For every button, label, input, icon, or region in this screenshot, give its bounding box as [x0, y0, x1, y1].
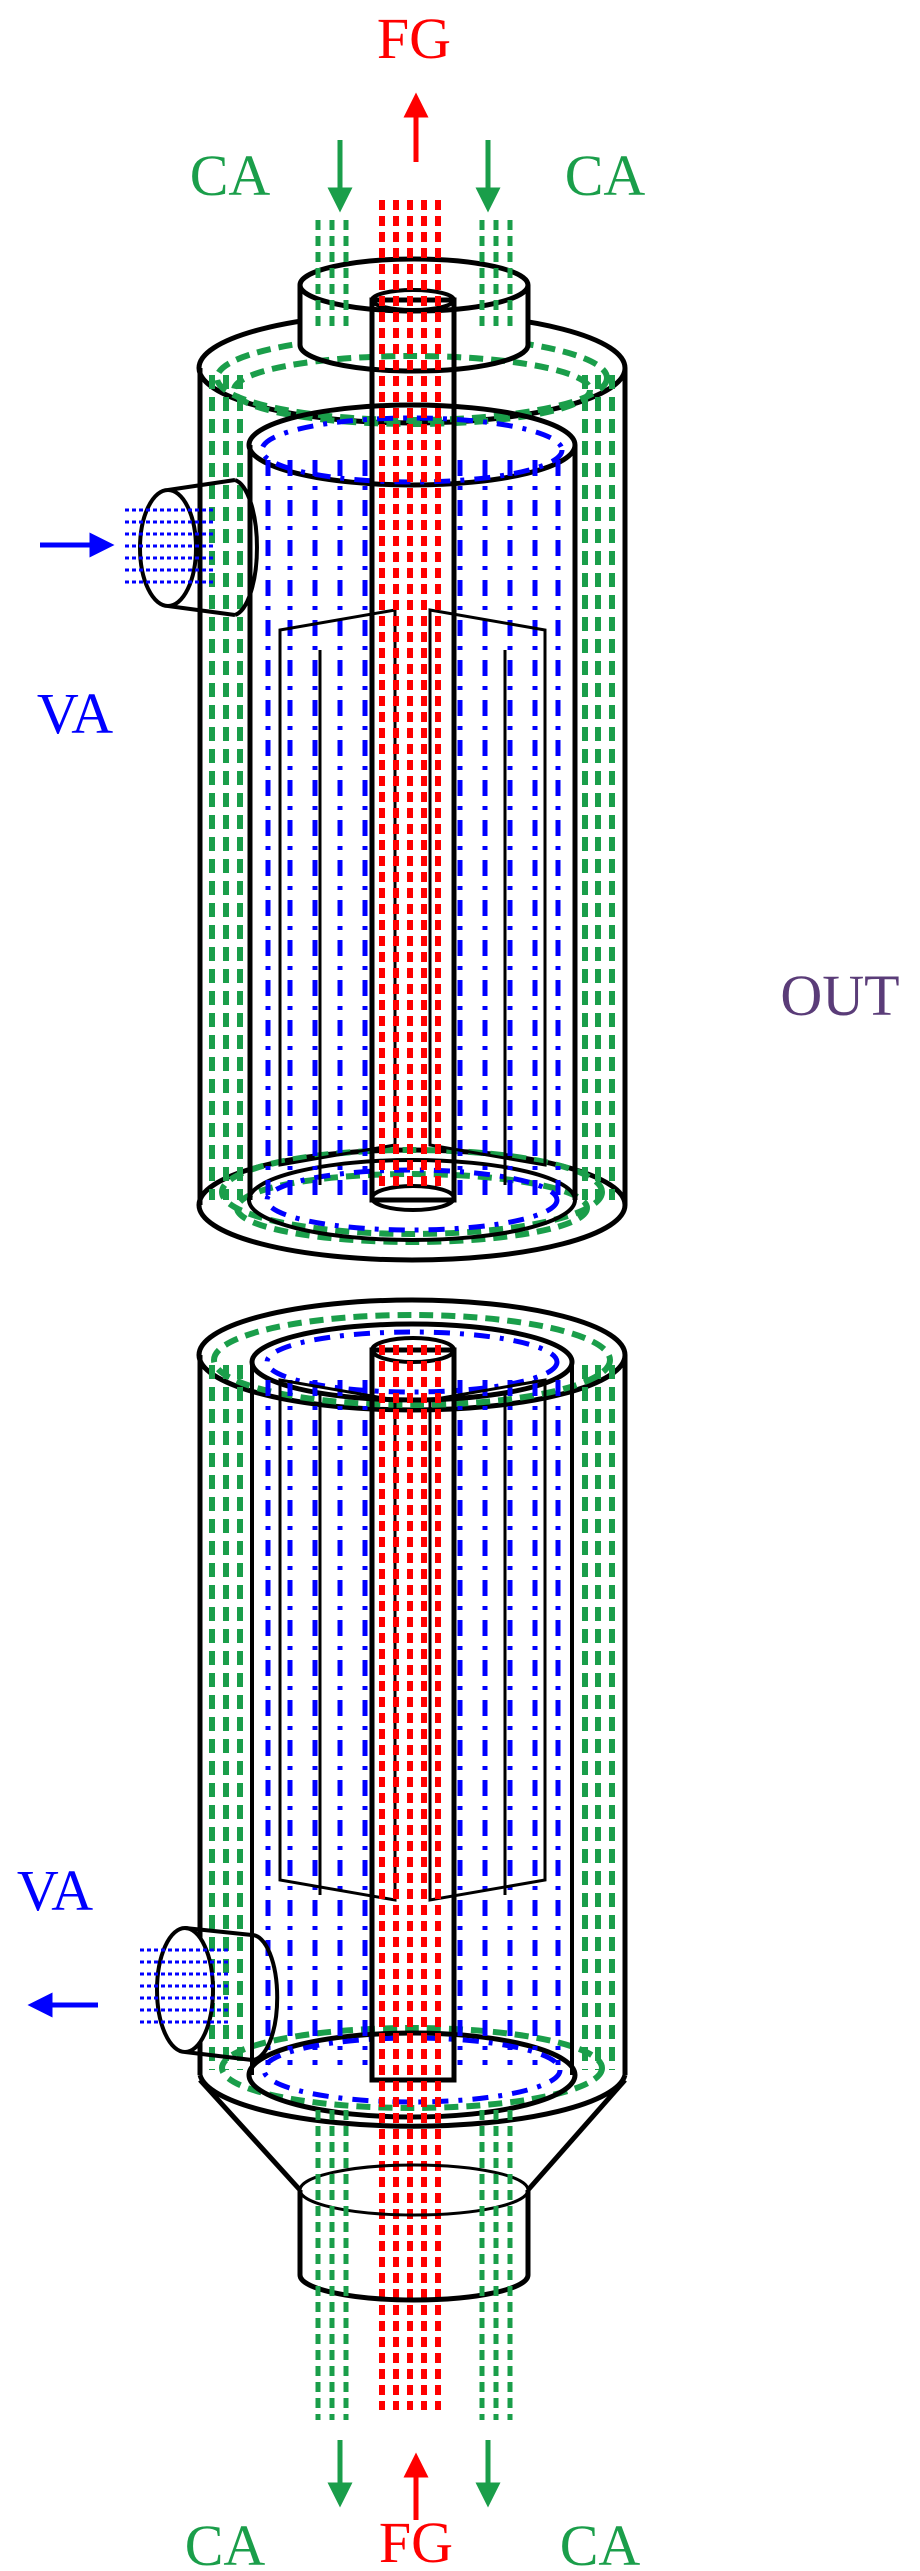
- va-bottom-label: VA: [17, 1858, 93, 1923]
- fg-top-label: FG: [377, 6, 451, 71]
- flow-arrows: [27, 92, 501, 2520]
- fg-bottom-label: FG: [379, 2510, 453, 2571]
- labels: FG CA CA VA OUT VA CA CA FG: [17, 6, 900, 2571]
- bottom-unit: [140, 1297, 628, 2420]
- top-neck: [297, 220, 531, 374]
- out-label: OUT: [780, 963, 899, 1028]
- bottom-cone: [198, 2078, 627, 2420]
- ca-top-right-label: CA: [565, 143, 646, 208]
- va-top-label: VA: [37, 681, 113, 746]
- top-va-inlet: [125, 478, 259, 617]
- top-fg-tube: [369, 200, 457, 1212]
- top-unit: [125, 200, 628, 1263]
- ca-bottom-right-label: CA: [560, 2513, 641, 2571]
- ca-bottom-left-label: CA: [185, 2513, 266, 2571]
- ca-top-left-label: CA: [190, 143, 271, 208]
- bottom-fg-tube: [369, 1336, 457, 2410]
- bottom-outer-shell: [196, 1297, 628, 2129]
- bottom-va-outlet: [140, 1926, 280, 2062]
